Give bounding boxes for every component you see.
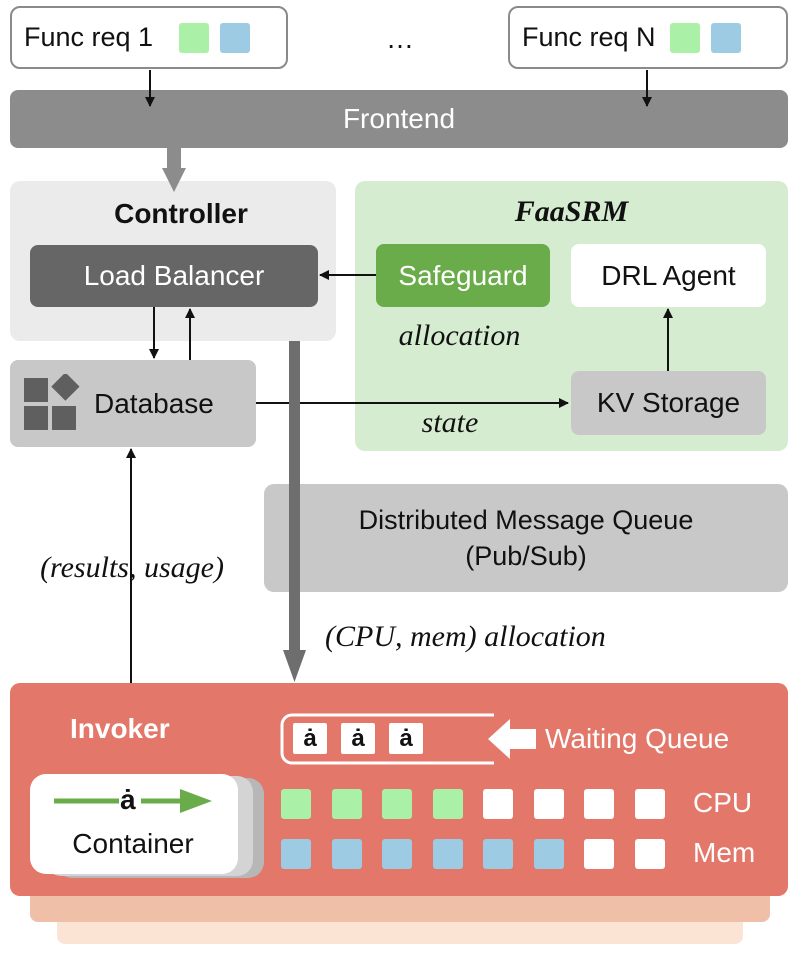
safeguard-label: Safeguard (398, 259, 528, 291)
cpu-slot-free (634, 789, 665, 819)
message-queue-box: Distributed Message Queue (Pub/Sub) (264, 484, 788, 592)
cpu-slot-free (533, 789, 564, 819)
drl-agent-label: DRL Agent (601, 259, 736, 291)
cpu-slot-used (281, 789, 311, 819)
queue-item: ȧ (389, 723, 423, 754)
invoker-panel: Invoker ȧ Container ȧ ȧ ȧ Waiting Queue … (10, 683, 788, 896)
allocation-label: allocation (398, 319, 521, 352)
cpu-slot-used (382, 789, 412, 819)
container-label: Container (72, 828, 194, 859)
mem-slot-used (281, 839, 311, 869)
func-req-1-label: Func req 1 (24, 22, 154, 52)
func-req-n-cpu-square (669, 22, 700, 53)
mem-slot-free (634, 839, 665, 869)
func-req-n-box: Func req N (508, 6, 788, 69)
queue-item: ȧ (293, 723, 327, 754)
controller-title: Controller (114, 198, 248, 229)
mem-label: Mem (693, 837, 756, 868)
func-req-n-label: Func req N (522, 22, 656, 52)
cpu-slot-used (331, 789, 362, 819)
load-balancer-label: Load Balancer (83, 260, 265, 291)
waiting-queue-arrow-icon (488, 719, 536, 759)
safeguard-box: Safeguard (376, 244, 550, 307)
queue-item: ȧ (341, 723, 375, 754)
kv-storage-label: KV Storage (596, 387, 741, 418)
cpu-slot-row (281, 789, 681, 821)
queue-item-glyph: ȧ (351, 724, 365, 752)
mem-slot-row (281, 839, 681, 871)
cpu-slot-free (483, 789, 513, 819)
container-box: ȧ Container (30, 774, 238, 874)
faasrm-title: FaaSRM (514, 195, 629, 228)
func-req-1-cpu-square (179, 22, 210, 53)
frontend-label: Frontend (342, 103, 456, 134)
cpu-mem-allocation-label: (CPU, mem) allocation (325, 620, 606, 653)
cpu-slot-free (584, 789, 614, 819)
mem-slot-used (432, 839, 463, 869)
cpu-label: CPU (693, 787, 753, 818)
func-req-1-mem-square (220, 22, 251, 53)
database-box: Database (10, 360, 256, 447)
state-label: state (421, 406, 479, 439)
mem-slot-free (584, 839, 614, 869)
queue-item-glyph: ȧ (399, 724, 413, 752)
kv-storage-box: KV Storage (571, 371, 766, 435)
func-req-n-mem-square (710, 22, 741, 53)
container-arrow-icon (54, 789, 212, 813)
results-usage-label: (results, usage) (40, 551, 224, 584)
frontend-bar: Frontend (10, 90, 788, 148)
waiting-queue-outline (280, 713, 494, 765)
message-queue-line1: Distributed Message Queue (358, 505, 694, 535)
load-balancer-box: Load Balancer (30, 245, 318, 307)
mem-slot-used (382, 839, 412, 869)
message-queue-line2: (Pub/Sub) (465, 541, 587, 571)
database-icon (24, 374, 80, 430)
container-glyph: ȧ (120, 784, 136, 815)
queue-item-glyph: ȧ (303, 724, 317, 752)
mem-slot-used (483, 839, 513, 869)
cpu-slot-used (432, 789, 463, 819)
mem-slot-used (533, 839, 564, 869)
invoker-title: Invoker (70, 713, 170, 744)
requests-ellipsis: … (386, 23, 414, 54)
func-req-1-box: Func req 1 (10, 6, 288, 69)
waiting-queue-label: Waiting Queue (545, 723, 730, 754)
mem-slot-used (331, 839, 362, 869)
database-label: Database (94, 388, 214, 419)
drl-agent-box: DRL Agent (571, 244, 766, 307)
